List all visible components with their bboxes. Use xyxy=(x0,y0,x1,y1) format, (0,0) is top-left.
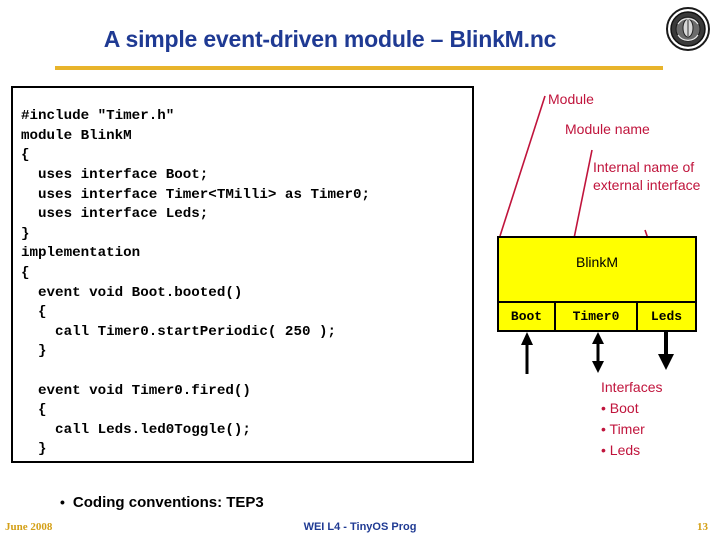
annotation-interfaces-list: • Boot • Timer • Leds xyxy=(601,398,645,461)
arrow-leds-down xyxy=(658,332,674,370)
body-bullet: • Coding conventions: TEP3 xyxy=(60,494,264,511)
footer-page-number: 13 xyxy=(697,521,708,533)
leader-line-module xyxy=(499,95,546,237)
module-port-boot: Boot xyxy=(499,303,556,330)
arrow-timer0-bidirectional xyxy=(592,332,604,373)
annotation-interfaces-title: Interfaces xyxy=(601,379,663,395)
module-port-row: Boot Timer0 Leds xyxy=(499,301,695,330)
bullet-marker: • xyxy=(60,494,65,510)
title-divider xyxy=(55,66,663,70)
university-seal-logo xyxy=(666,7,710,51)
code-listing-box: #include "Timer.h" module BlinkM { uses … xyxy=(11,86,474,463)
page-title: A simple event-driven module – BlinkM.nc xyxy=(103,26,557,52)
code-listing-text: #include "Timer.h" module BlinkM { uses … xyxy=(21,108,371,458)
list-item: • Timer xyxy=(601,421,645,437)
annotation-internal-name: Internal name of external interface xyxy=(593,159,701,193)
module-port-timer0: Timer0 xyxy=(556,303,638,330)
annotation-module-name: Module name xyxy=(565,121,650,137)
arrow-boot-up xyxy=(521,332,533,374)
module-port-leds: Leds xyxy=(638,303,695,330)
module-diagram-box: BlinkM Boot Timer0 Leds xyxy=(497,236,697,332)
list-item: • Leds xyxy=(601,442,641,458)
module-diagram-label: BlinkM xyxy=(575,254,618,270)
footer-date: June 2008 xyxy=(5,521,53,533)
body-bullet-text: Coding conventions: TEP3 xyxy=(72,494,264,511)
footer-center-text: WEI L4 - TinyOS Prog xyxy=(303,521,417,533)
annotation-module: Module xyxy=(548,91,594,107)
list-item: • Boot xyxy=(601,400,639,416)
